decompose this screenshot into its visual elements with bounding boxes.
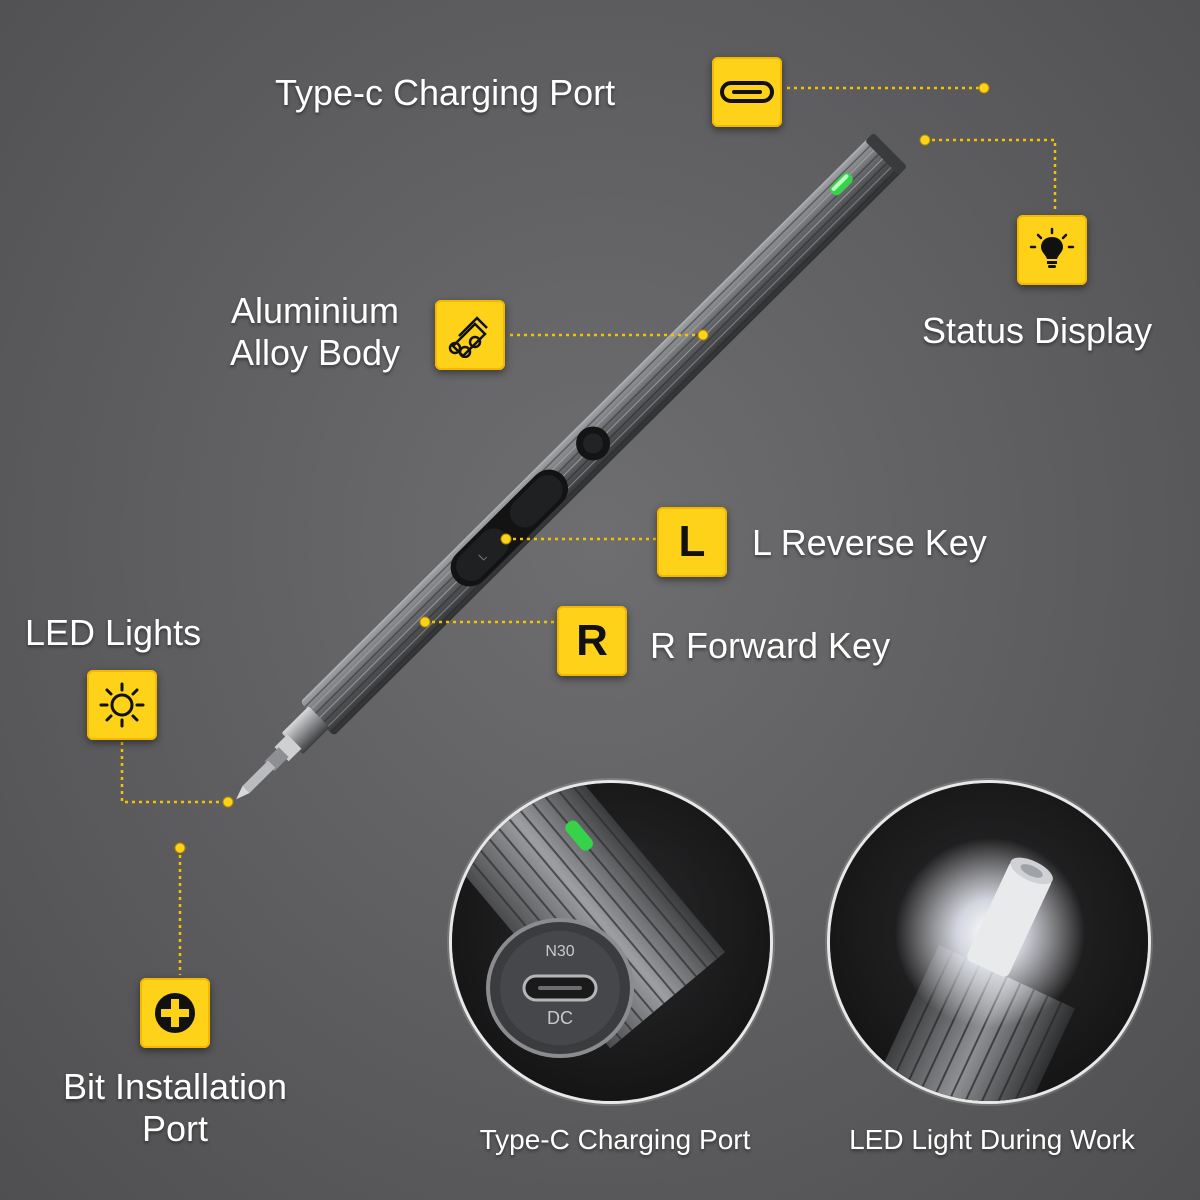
closeup-port-top-text: N30 <box>545 943 574 960</box>
aluminium-body-badge <box>435 300 505 370</box>
dot-body <box>697 329 709 341</box>
label-aluminium-body-line2: Alloy Body <box>229 332 401 373</box>
bit-port-badge <box>140 978 210 1048</box>
forward-key-badge: R <box>557 606 627 676</box>
led-light-closeup-art <box>854 838 1085 1101</box>
label-bit-port-line1: Bit Installation <box>62 1066 288 1107</box>
dot-bit-port <box>174 842 186 854</box>
label-aluminium-body: Aluminium Alloy Body <box>215 290 415 374</box>
light-bulb-icon <box>1029 227 1075 268</box>
caption-charging-closeup: Type-C Charging Port <box>479 1124 751 1155</box>
leader-led-lights <box>120 742 228 804</box>
phillips-bit-icon <box>155 993 195 1033</box>
dot-charging-port <box>978 82 990 94</box>
leader-status-display <box>925 138 1057 212</box>
charging-port-closeup-art: N30 DC <box>452 783 726 1058</box>
charging-port-badge <box>712 57 782 127</box>
aluminium-bars-icon <box>448 316 488 358</box>
label-bit-port: Bit Installation Port <box>40 1066 310 1150</box>
led-light-closeup <box>830 783 1148 1101</box>
label-status-display: Status Display <box>922 310 1153 351</box>
label-aluminium-body-line1: Aluminium <box>230 290 400 331</box>
led-lights-badge <box>87 670 157 740</box>
label-reverse-key: L Reverse Key <box>752 522 987 563</box>
reverse-key-letter: L <box>678 517 706 566</box>
sun-icon <box>99 682 145 728</box>
charging-port-closeup: N30 DC <box>452 783 770 1101</box>
label-forward-key: R Forward Key <box>650 625 891 666</box>
dot-reverse-key <box>500 533 512 545</box>
reverse-key-badge: L <box>657 507 727 577</box>
dot-status-display <box>919 134 931 146</box>
dot-forward-key <box>419 616 431 628</box>
label-bit-port-line2: Port <box>141 1108 209 1149</box>
label-led-lights: LED Lights <box>25 612 202 653</box>
usb-c-port-icon <box>720 81 774 103</box>
closeup-port-bottom-text: DC <box>547 1008 573 1028</box>
dot-led-lights <box>222 796 234 808</box>
label-charging-port: Type-c Charging Port <box>275 72 616 113</box>
caption-led-closeup: LED Light During Work <box>849 1124 1135 1155</box>
status-display-badge <box>1017 215 1087 285</box>
forward-key-letter: R <box>576 616 608 665</box>
